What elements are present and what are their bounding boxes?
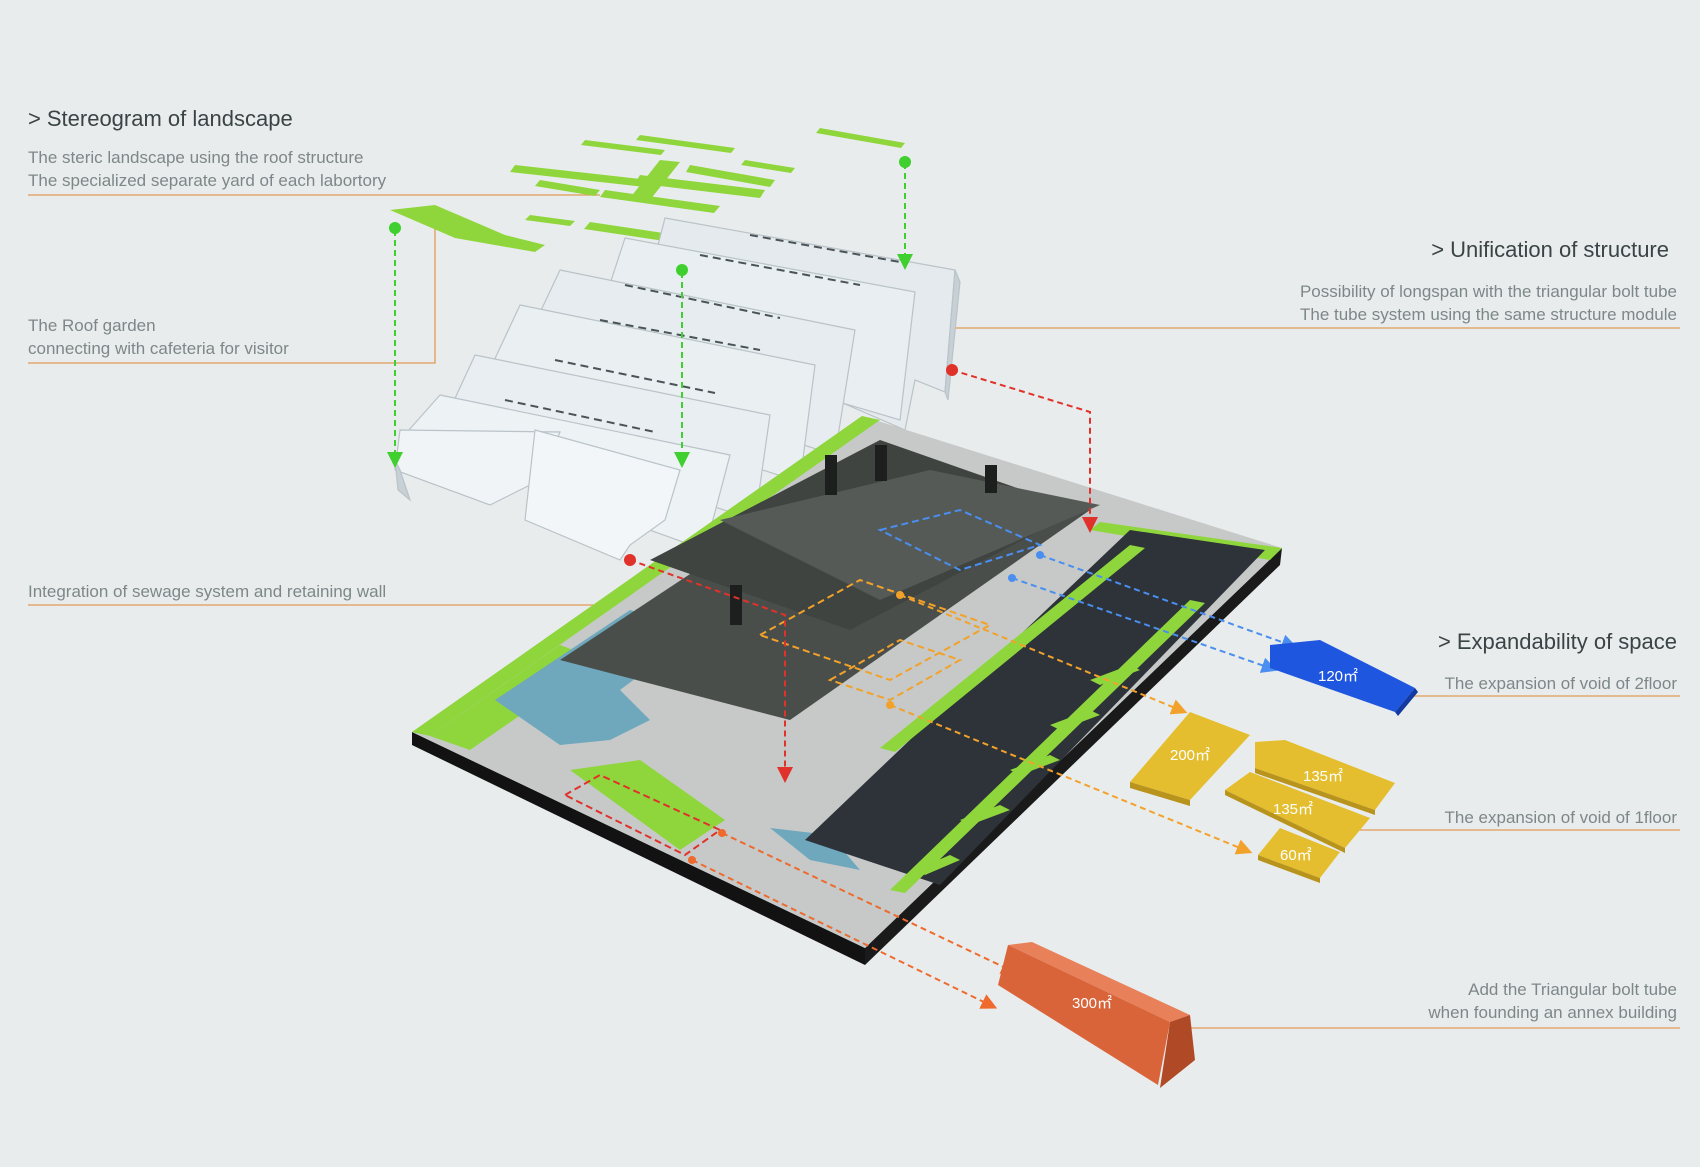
void-2floor-outline <box>877 508 1043 572</box>
yellow-arrows <box>889 594 1253 855</box>
floor1-note: The expansion of void of 1floor <box>1445 806 1677 829</box>
caret-glyph: > <box>1431 237 1445 262</box>
floor1-line: The expansion of void of 1floor <box>1444 808 1677 827</box>
caret-glyph: > <box>1438 629 1451 654</box>
unification-heading-text: Unification of structure <box>1450 237 1669 262</box>
unification-line-2: The tube system using the same structure… <box>1299 305 1677 324</box>
stereogram-notes: The steric landscape using the roof stru… <box>28 146 386 192</box>
base-side-front <box>412 732 865 965</box>
block-60-edge <box>1258 855 1320 883</box>
annex-arrows <box>691 832 1018 1009</box>
landscape-strip <box>636 135 735 153</box>
water-channel <box>770 828 860 870</box>
base-top <box>412 416 1282 948</box>
block-300-top <box>1008 942 1190 1022</box>
block-120-edge <box>1395 688 1418 716</box>
expandability-heading: >Expandability of space <box>1438 629 1677 655</box>
roof-garden-line-2: connecting with cafeteria for visitor <box>28 339 289 358</box>
landscape-strip <box>581 140 665 155</box>
landscape-strip <box>741 160 795 173</box>
annex-notes: Add the Triangular bolt tube when foundi… <box>1428 978 1677 1024</box>
landscape-strip <box>686 165 775 187</box>
blue-arrows <box>1011 554 1298 673</box>
landscape-strip <box>525 215 575 226</box>
floor2-line: The expansion of void of 2floor <box>1444 674 1677 693</box>
block-300-side <box>1160 1015 1195 1088</box>
green-court <box>570 760 725 850</box>
floor2-note: The expansion of void of 2floor <box>1445 672 1677 695</box>
roof-garden-notes: The Roof garden connecting with cafeteri… <box>28 314 289 360</box>
block-135a <box>1255 740 1395 810</box>
unification-heading: >Unification of structure <box>1431 237 1669 263</box>
landscape-strip <box>600 190 720 213</box>
floor-slab-lower <box>805 530 1265 885</box>
area-label-120: 120㎡ <box>1318 668 1359 685</box>
leader-lines <box>28 194 1680 1029</box>
red-arrows <box>629 369 1098 783</box>
block-200 <box>1130 712 1250 800</box>
landscape-strip <box>816 128 905 148</box>
green-edge-left <box>412 416 880 736</box>
landscape-strip <box>635 175 765 198</box>
roof-structure <box>394 217 961 561</box>
void-1floor-outline <box>827 638 963 702</box>
landscape-layer <box>390 128 905 252</box>
green-arrows <box>387 163 913 468</box>
annex-line-2: when founding an annex building <box>1428 1003 1677 1022</box>
unification-line-1: Possibility of longspan with the triangu… <box>1299 282 1677 301</box>
block-300-front <box>998 945 1170 1085</box>
area-label-135a: 135㎡ <box>1303 768 1344 785</box>
landscape-strip <box>390 205 545 252</box>
expandability-heading-text: Expandability of space <box>1456 629 1677 654</box>
void-1floor-outline <box>757 578 993 682</box>
site-base <box>412 416 1282 965</box>
base-side-right <box>865 548 1282 965</box>
block-60 <box>1258 828 1340 878</box>
annex-line-1: Add the Triangular bolt tube <box>1468 980 1677 999</box>
stereogram-line-1: The steric landscape using the roof stru… <box>28 148 364 167</box>
caret-glyph: > <box>28 106 41 131</box>
landscape-strip <box>535 180 600 196</box>
stereogram-heading: >Stereogram of landscape <box>28 106 293 132</box>
block-200-edge <box>1130 782 1190 806</box>
roof-tube-front <box>524 429 681 561</box>
annex-outline <box>562 773 722 857</box>
area-label-200: 200㎡ <box>1170 747 1211 764</box>
area-label-60: 60㎡ <box>1280 847 1312 864</box>
area-label-135b: 135㎡ <box>1273 801 1314 818</box>
area-label-300: 300㎡ <box>1072 995 1113 1012</box>
void-outlines <box>562 508 1043 857</box>
roof-garden-line-1: The Roof garden <box>28 316 156 335</box>
block-135b <box>1225 772 1370 848</box>
sewage-note: Integration of sewage system and retaini… <box>28 580 386 603</box>
block-135b-edge <box>1225 790 1345 853</box>
unification-notes: Possibility of longspan with the triangu… <box>1300 280 1677 326</box>
floor-slab-top <box>720 470 1100 600</box>
area-blocks <box>998 640 1418 1088</box>
sewage-line-1: Integration of sewage system and retaini… <box>28 582 387 601</box>
landscape-strip <box>510 165 650 187</box>
block-120 <box>1270 640 1415 712</box>
roof-slits <box>504 234 901 433</box>
stereogram-line-2: The specialized separate yard of each la… <box>28 171 387 190</box>
stereogram-heading-text: Stereogram of landscape <box>46 106 293 131</box>
block-135a-edge <box>1255 768 1375 815</box>
